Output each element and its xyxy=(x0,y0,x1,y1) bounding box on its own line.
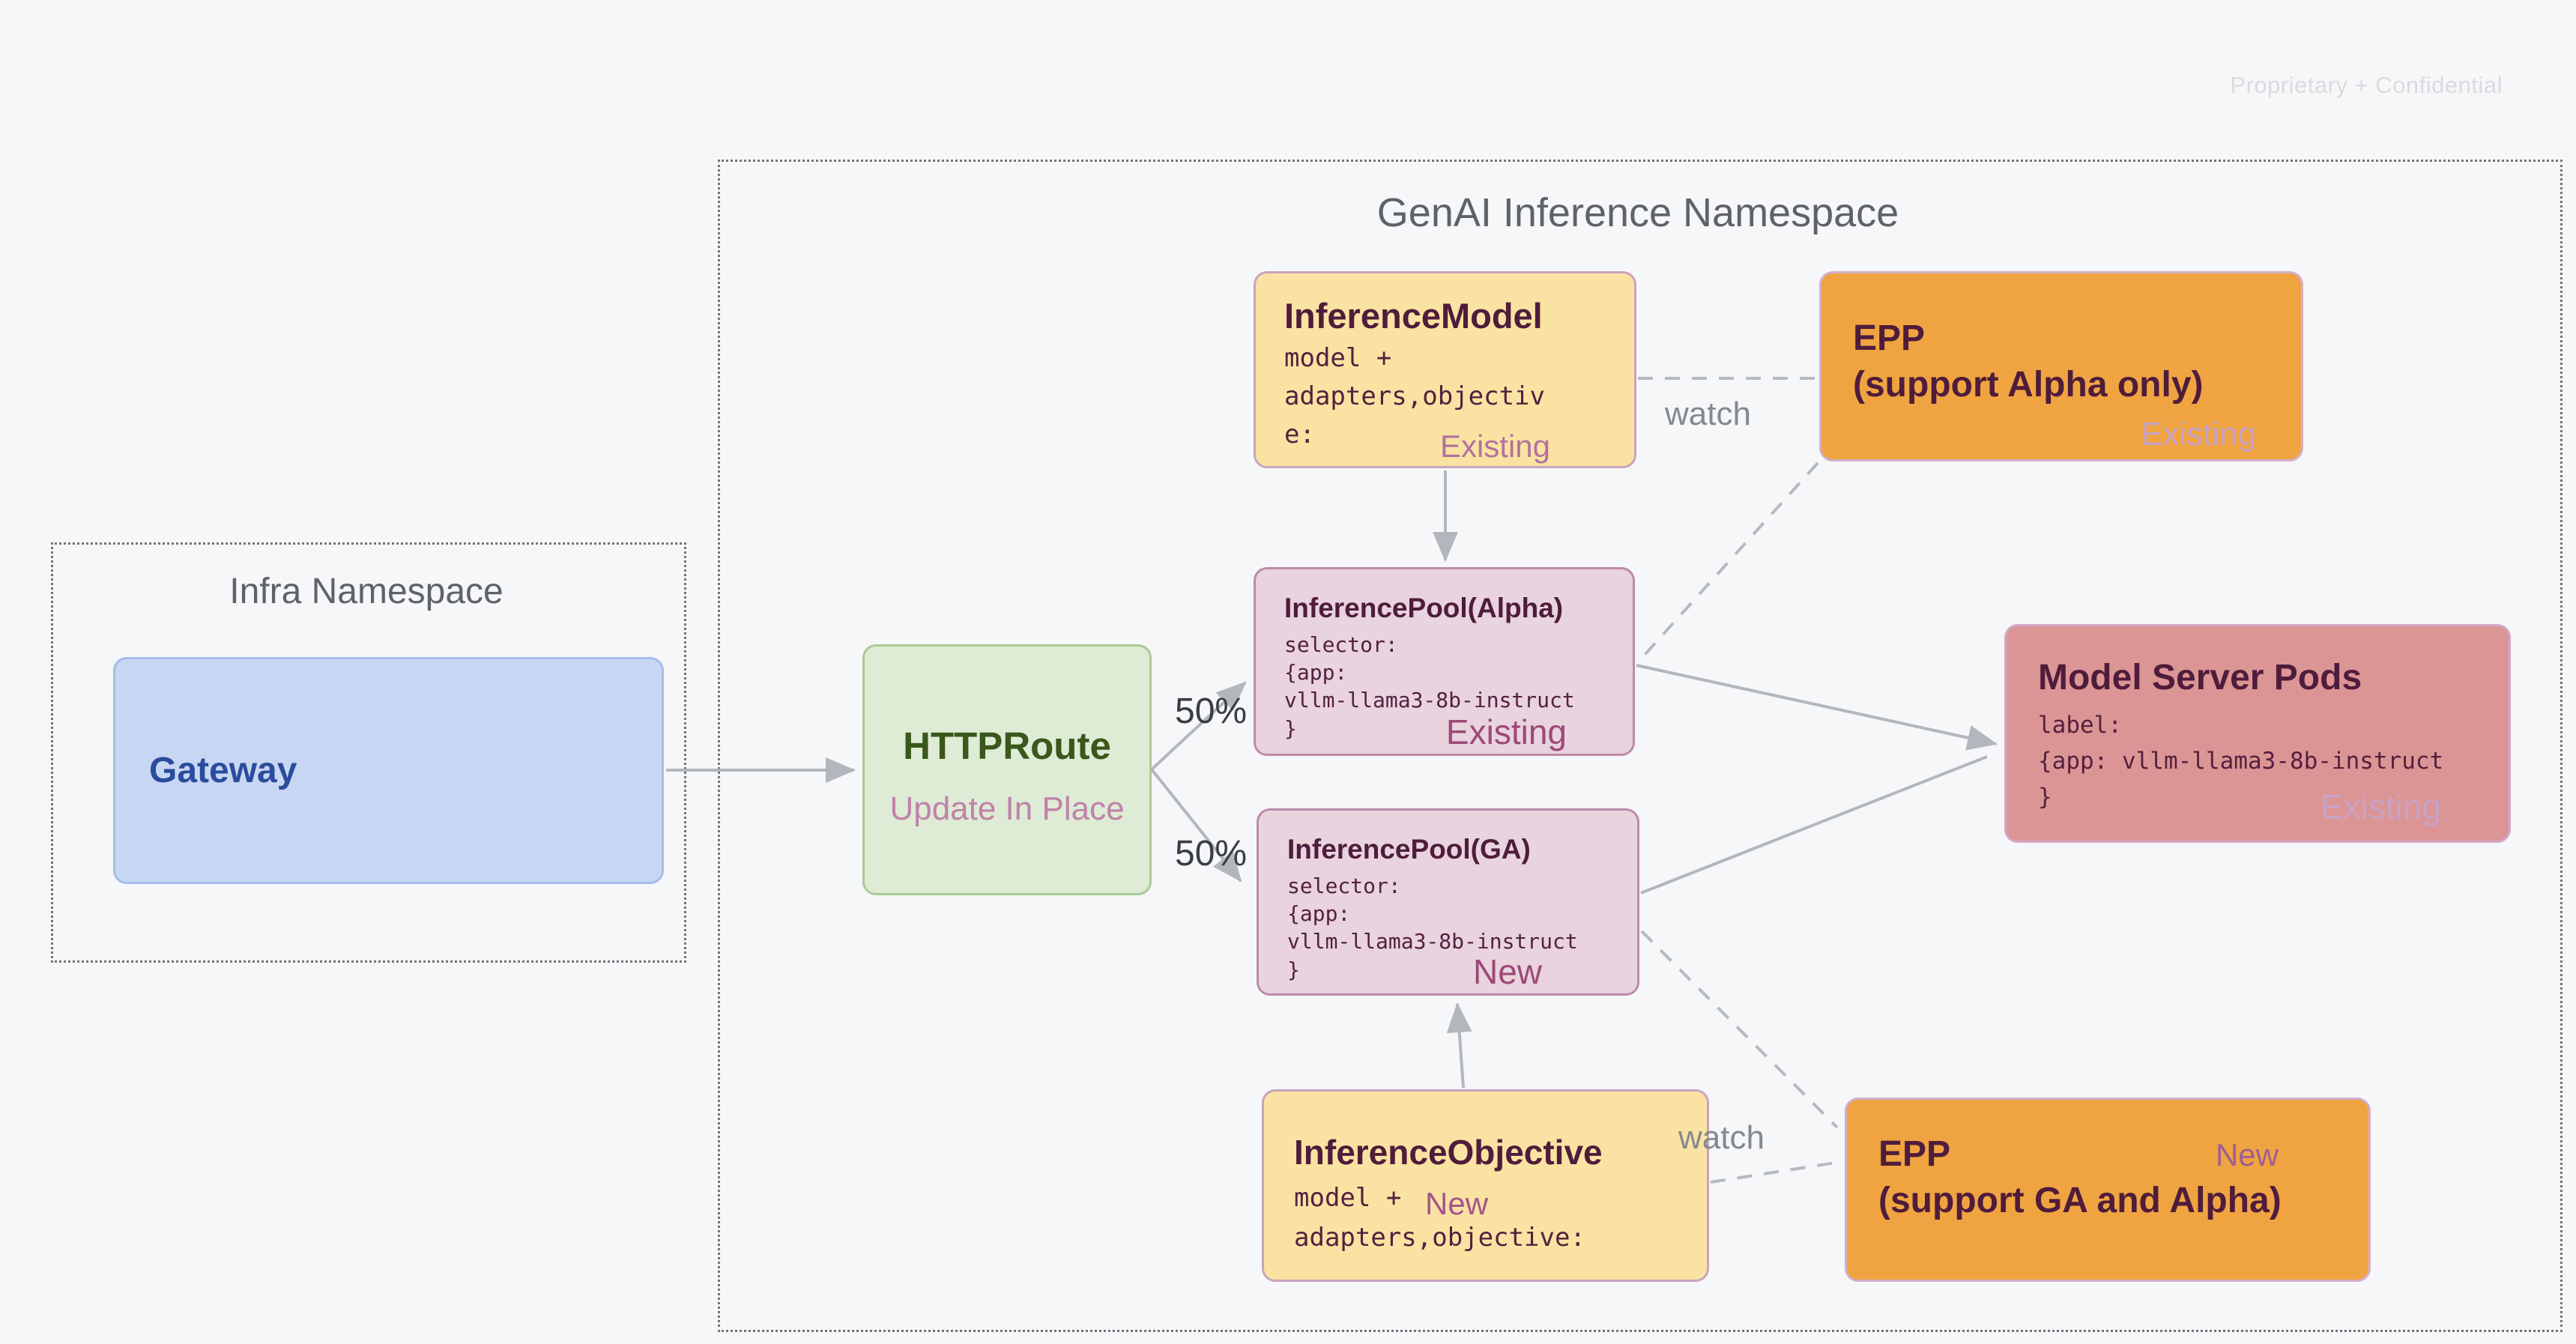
edge-pool-ga-to-modelserver xyxy=(1640,755,1988,895)
model-server-code: label: {app: vllm-llama3-8b-instruct } xyxy=(2038,712,2444,811)
inference-model-badge: Existing xyxy=(1439,429,1550,464)
pool-ga-node: InferencePool(GA) selector: {app: vllm-l… xyxy=(1257,808,1639,996)
epp-ga-badge: New xyxy=(2215,1137,2279,1172)
pool-alpha-code: selector: {app: vllm-llama3-8b-instruct … xyxy=(1284,632,1575,741)
edge-inferenceobjective-to-pool-ga xyxy=(1446,1002,1472,1089)
watch-bottom-label: watch xyxy=(1678,1119,1765,1156)
httproute-title: HTTPRoute xyxy=(903,724,1111,767)
split-top-percent-label: 50% xyxy=(1175,691,1248,731)
model-server-node: Model Server Pods label: {app: vllm-llam… xyxy=(2004,624,2511,843)
infra-namespace-box xyxy=(51,542,686,963)
genai-namespace-box xyxy=(718,160,2563,1332)
pool-ga-code: selector: {app: vllm-llama3-8b-instruct … xyxy=(1287,874,1578,982)
inference-objective-title: InferenceObjective xyxy=(1294,1133,1603,1172)
confidentiality-watermark: Proprietary + Confidential xyxy=(2230,72,2503,98)
edge-httproute-to-pool-ga xyxy=(1150,768,1242,883)
epp-alpha-node: EPP (support Alpha only) Existing xyxy=(1819,271,2303,461)
pool-alpha-badge: Existing xyxy=(1445,712,1567,751)
inference-objective-code: model + adapters,objective: xyxy=(1294,1183,1585,1253)
epp-ga-title: EPP (support GA and Alpha) xyxy=(1878,1134,2282,1221)
infra-namespace-title: Infra Namespace xyxy=(229,572,504,611)
model-server-badge: Existing xyxy=(2320,787,2441,826)
model-server-title: Model Server Pods xyxy=(2038,658,2362,697)
pool-alpha-title: InferencePool(Alpha) xyxy=(1284,593,1564,623)
httproute-node: HTTPRoute Update In Place xyxy=(862,644,1152,895)
inference-objective-node: InferenceObjective model + adapters,obje… xyxy=(1262,1089,1709,1282)
edge-httproute-to-pool-alpha xyxy=(1150,681,1247,771)
inference-objective-badge: New xyxy=(1425,1186,1489,1221)
epp-alpha-badge: Existing xyxy=(2140,416,2256,452)
pool-ga-title: InferencePool(GA) xyxy=(1287,834,1531,865)
pool-ga-badge: New xyxy=(1472,952,1542,991)
inference-model-title: InferenceModel xyxy=(1284,296,1543,336)
genai-namespace-title: GenAI Inference Namespace xyxy=(1376,190,1899,235)
edge-pool-alpha-to-modelserver xyxy=(1636,664,1998,751)
edge-watch-inferenceobjective-epp xyxy=(1710,1160,1841,1184)
epp-ga-node: EPP (support GA and Alpha) New xyxy=(1845,1098,2371,1282)
inference-model-code: model + adapters,objectiv e: xyxy=(1284,343,1545,449)
edge-watch-epp-pool-alpha xyxy=(1636,461,1819,664)
edge-watch-pool-ga-epp xyxy=(1640,930,1839,1129)
gateway-title: Gateway xyxy=(149,750,297,790)
watch-top-label: watch xyxy=(1665,396,1751,432)
epp-alpha-title: EPP (support Alpha only) xyxy=(1853,318,2204,405)
inference-model-node: InferenceModel model + adapters,objectiv… xyxy=(1254,271,1636,468)
httproute-subtitle: Update In Place xyxy=(889,790,1125,827)
split-bottom-percent-label: 50% xyxy=(1175,834,1248,874)
pool-alpha-node: InferencePool(Alpha) selector: {app: vll… xyxy=(1254,567,1635,756)
gateway-node: Gateway xyxy=(113,657,664,884)
